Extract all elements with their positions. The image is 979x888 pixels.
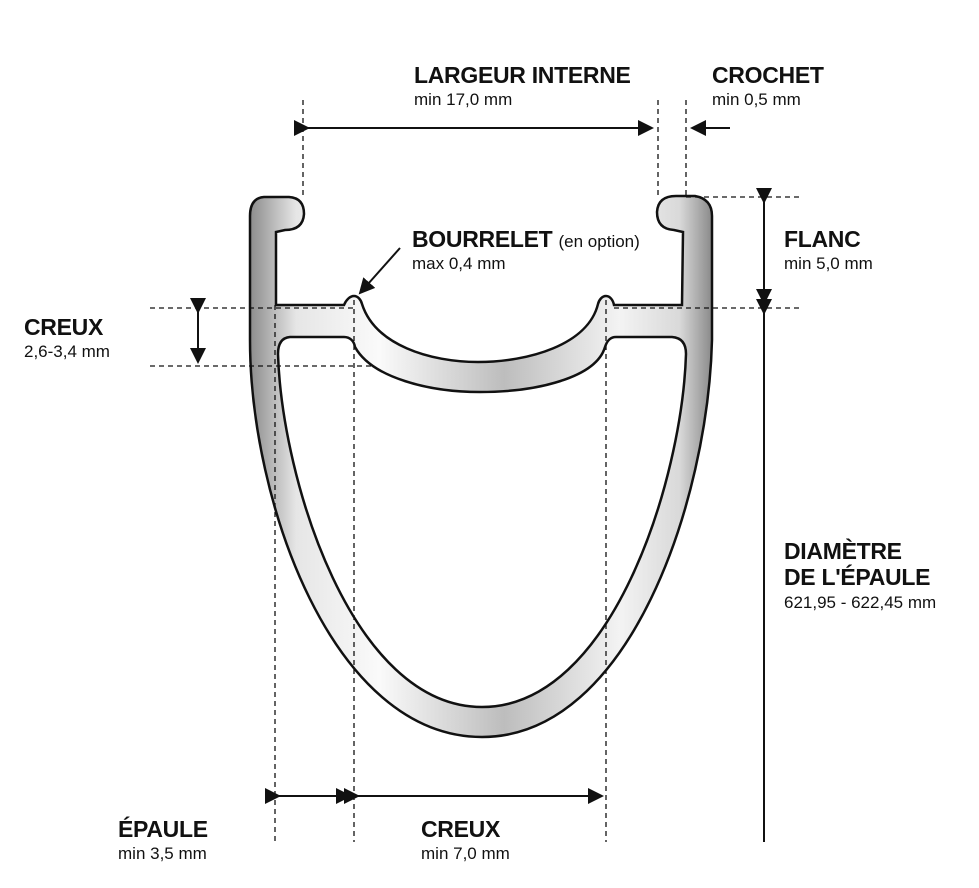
creux-bottom-value: min 7,0 mm <box>421 844 510 864</box>
flanc-title: FLANC <box>784 226 861 252</box>
diametre-value: 621,95 - 622,45 mm <box>784 592 937 612</box>
epaule-title: ÉPAULE <box>118 816 208 842</box>
rim-cross-section <box>248 194 714 739</box>
creux-side-title: CREUX <box>24 314 104 340</box>
label-diametre: DIAMÈTRE DE L'ÉPAULE 621,95 - 622,45 mm <box>784 538 936 612</box>
largeur-interne-value: min 17,0 mm <box>414 90 513 110</box>
creux-bottom-title: CREUX <box>421 816 501 842</box>
label-bourrelet: BOURRELET (en option) max 0,4 mm <box>412 226 640 274</box>
epaule-value: min 3,5 mm <box>118 844 207 864</box>
label-flanc: FLANC min 5,0 mm <box>784 226 873 274</box>
largeur-interne-title: LARGEUR INTERNE <box>414 62 631 88</box>
bourrelet-value: max 0,4 mm <box>412 254 506 274</box>
bourrelet-note: (en option) <box>558 232 640 251</box>
flanc-value: min 5,0 mm <box>784 254 873 274</box>
diametre-title-line2: DE L'ÉPAULE <box>784 564 931 591</box>
creux-side-value: 2,6-3,4 mm <box>24 342 110 362</box>
arrow-bourrelet <box>358 247 401 295</box>
bourrelet-title: BOURRELET <box>412 226 553 252</box>
label-creux-side: CREUX 2,6-3,4 mm <box>24 314 110 362</box>
label-crochet: CROCHET min 0,5 mm <box>712 62 824 110</box>
crochet-value: min 0,5 mm <box>712 90 801 110</box>
label-largeur-interne: LARGEUR INTERNE min 17,0 mm <box>414 62 631 110</box>
crochet-title: CROCHET <box>712 62 824 88</box>
label-epaule: ÉPAULE min 3,5 mm <box>118 816 208 864</box>
label-creux-bottom: CREUX min 7,0 mm <box>421 816 510 864</box>
diametre-title-line1: DIAMÈTRE <box>784 538 902 564</box>
